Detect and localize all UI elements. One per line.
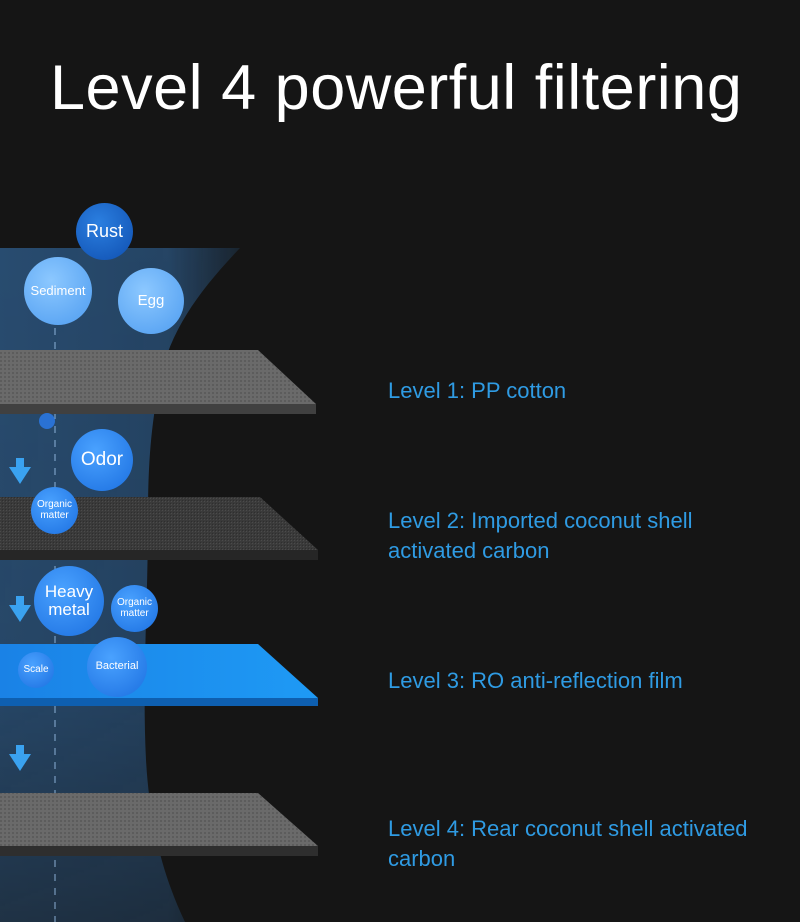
- bubble-organic-matter: Organic matter: [111, 585, 158, 632]
- bubble-odor: Odor: [71, 429, 133, 491]
- layer-rear-carbon: [0, 793, 318, 856]
- bubble-sediment: Sediment: [24, 257, 92, 325]
- water-column: [0, 248, 240, 922]
- bubble-bacterial: Bacterial: [87, 637, 147, 697]
- layer-ro-film: [0, 644, 318, 706]
- layer-pp-cotton: [0, 350, 316, 414]
- water-drop: [39, 413, 55, 429]
- level-3-label: Level 3: RO anti-reflection film: [388, 668, 683, 693]
- level-4-label: Level 4: Rear coconut shell activated ca…: [388, 816, 748, 871]
- bubble-egg: Egg: [118, 268, 184, 334]
- bubble-scale: Scale: [18, 652, 54, 688]
- level-2-label: Level 2: Imported coconut shell activate…: [388, 508, 693, 563]
- layer-coconut-carbon: [0, 497, 318, 560]
- page-title: Level 4 powerful filtering: [50, 53, 743, 123]
- down-arrow-icon: [9, 745, 31, 771]
- bubble-organic-matter: Organic matter: [31, 487, 78, 534]
- down-arrow-icon: [9, 596, 31, 622]
- down-arrow-icon: [9, 458, 31, 484]
- bubble-heavy-metal: Heavy metal: [34, 566, 104, 636]
- bubble-rust: Rust: [76, 203, 133, 260]
- level-1-label: Level 1: PP cotton: [388, 378, 567, 403]
